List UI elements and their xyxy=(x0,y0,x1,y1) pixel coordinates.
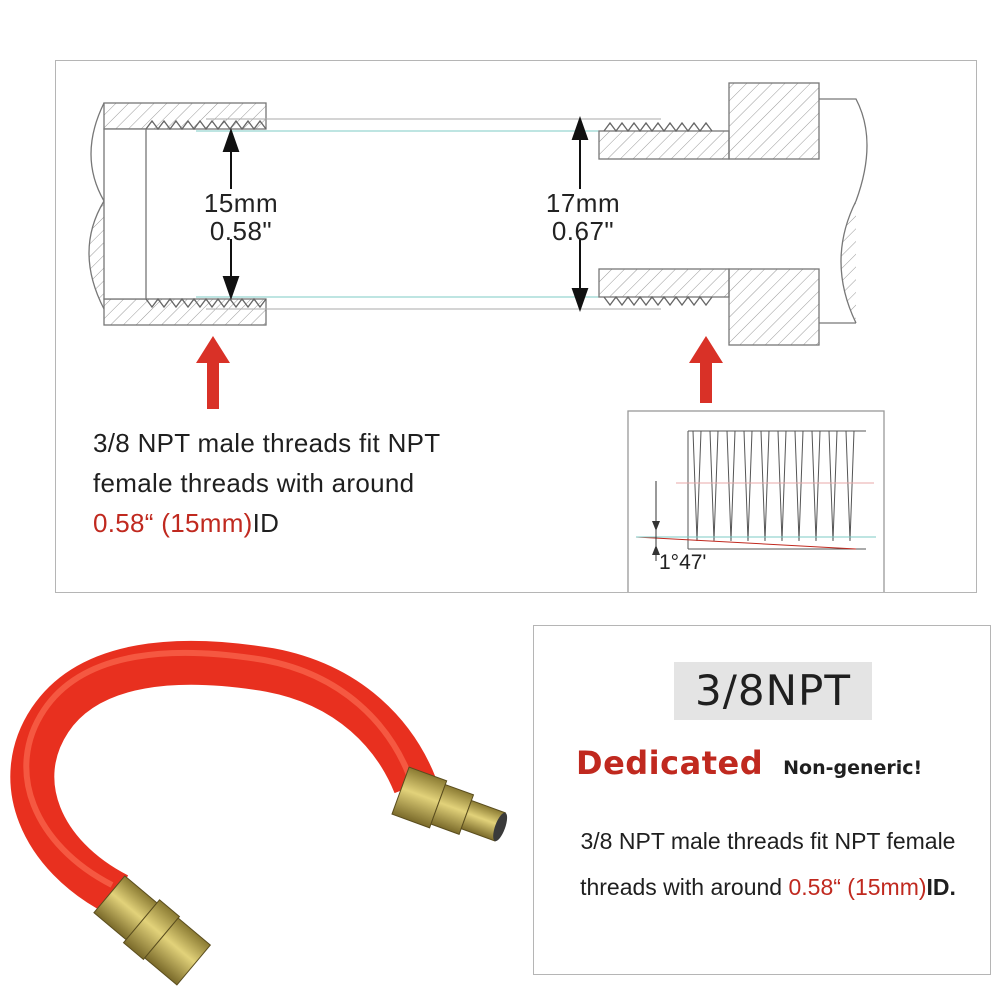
hose-product-image xyxy=(10,640,508,986)
diagram-desc-suffix: ID xyxy=(252,508,280,538)
male-fitting-right xyxy=(391,766,508,842)
npt-size-badge: 3/8NPT xyxy=(674,662,872,720)
right-dimension-inch: 0.67" xyxy=(551,216,615,246)
info-description: 3/8 NPT male threads fit NPT female thre… xyxy=(550,818,986,910)
dedicated-line: Dedicated Non-generic! xyxy=(576,744,922,782)
red-arrow-left xyxy=(196,336,230,409)
red-arrow-right xyxy=(689,336,723,403)
right-dimension-mm: 17mm xyxy=(545,188,621,218)
dedicated-label: Dedicated xyxy=(576,744,764,782)
non-generic-label: Non-generic! xyxy=(783,757,923,779)
info-desc-suffix: ID. xyxy=(926,874,956,900)
taper-angle-label: 1°47' xyxy=(659,551,707,574)
diagram-panel: 15mm 0.58" 17mm 0.67" 3/8 NPT male threa… xyxy=(55,60,977,593)
female-fitting-left xyxy=(93,875,212,986)
info-desc-line2: threads with around 0.58“ (15mm)ID. xyxy=(550,864,986,910)
right-dimension-arrow xyxy=(571,115,589,313)
right-fitting xyxy=(598,82,868,346)
right-dimension-label: 17mm 0.67" xyxy=(538,189,628,245)
left-fitting xyxy=(88,102,267,326)
left-dimension-mm: 15mm xyxy=(203,188,279,218)
left-dimension-inch: 0.58" xyxy=(209,216,273,246)
info-desc-highlight: 0.58“ (15mm) xyxy=(788,874,927,900)
red-hose xyxy=(10,640,436,915)
info-desc-prefix: threads with around xyxy=(580,874,789,900)
diagram-desc-line1: 3/8 NPT male threads fit NPT xyxy=(93,428,441,458)
left-dimension-arrow xyxy=(222,127,240,301)
diagram-desc-highlight: 0.58“ (15mm) xyxy=(93,508,253,538)
diagram-desc-line3: 0.58“ (15mm)ID xyxy=(93,503,593,543)
diagram-desc-line2: female threads with around xyxy=(93,468,415,498)
diagram-description: 3/8 NPT male threads fit NPT female thre… xyxy=(93,423,593,543)
info-desc-line1: 3/8 NPT male threads fit NPT female xyxy=(580,828,956,854)
taper-detail-inset xyxy=(627,410,885,592)
info-card: 3/8NPT Dedicated Non-generic! 3/8 NPT mal… xyxy=(533,625,991,975)
left-dimension-label: 15mm 0.58" xyxy=(196,189,286,245)
thread-cross-section-diagram xyxy=(88,82,885,592)
